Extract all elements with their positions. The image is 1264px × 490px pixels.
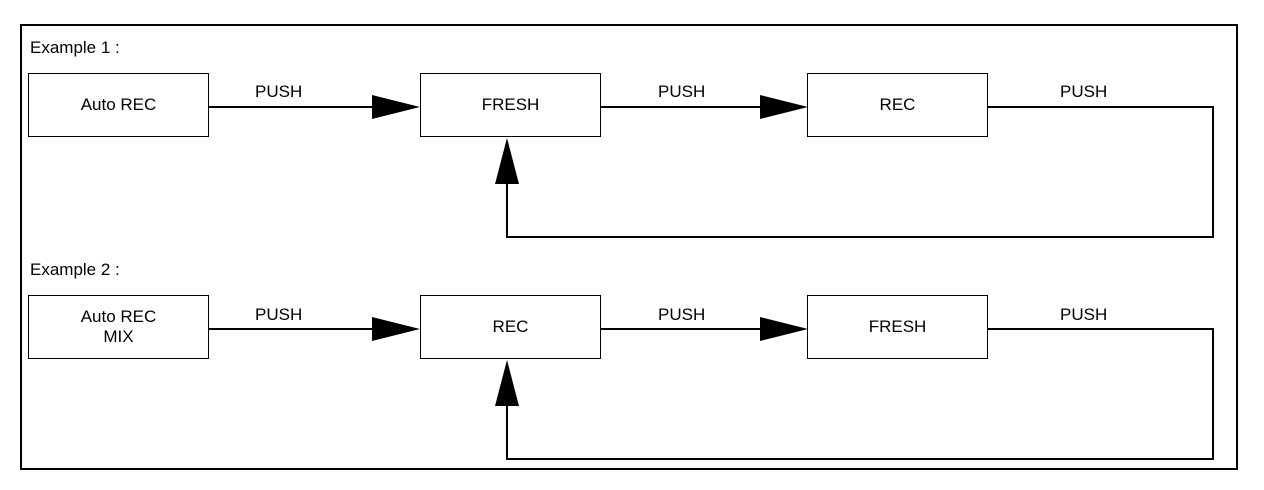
- ex1-loop-line: [506, 106, 1214, 238]
- ex1-loop-head: [495, 138, 519, 184]
- ex2-arrow-2-head: [760, 317, 808, 341]
- ex2-box-3-label: FRESH: [868, 316, 927, 336]
- ex1-box-fresh: FRESH: [420, 73, 601, 137]
- diagram-frame: [20, 24, 1238, 470]
- ex2-box-rec: REC: [420, 295, 601, 359]
- ex1-box-rec: REC: [807, 73, 988, 137]
- ex2-loop-head: [495, 360, 519, 406]
- ex1-arrow-3-label: PUSH: [1060, 82, 1108, 101]
- ex2-box-1-label-line-1: Auto REC: [80, 306, 157, 326]
- ex1-box-1-label: Auto REC: [80, 94, 157, 114]
- ex1-arrow-2-label: PUSH: [658, 82, 706, 101]
- ex1-box-2-label: FRESH: [481, 94, 540, 114]
- ex1-box-auto-rec: Auto REC: [28, 73, 209, 137]
- ex2-box-1-label-line-2: MIX: [103, 327, 134, 346]
- ex2-loop-line: [506, 328, 1214, 460]
- ex1-arrow-1-head: [372, 95, 420, 119]
- example-2-title: Example 2 :: [30, 260, 120, 279]
- ex2-arrow-1-head: [372, 317, 420, 341]
- example-1-title: Example 1 :: [30, 38, 120, 57]
- ex2-arrow-1-label: PUSH: [255, 305, 303, 324]
- ex2-arrow-3-label: PUSH: [1060, 305, 1108, 324]
- ex2-box-auto-rec-mix: Auto REC MIX: [28, 295, 209, 359]
- ex2-arrow-2-label: PUSH: [658, 305, 706, 324]
- ex2-box-fresh: FRESH: [807, 295, 988, 359]
- ex1-box-3-label: REC: [879, 94, 916, 114]
- ex1-arrow-1-label: PUSH: [255, 82, 303, 101]
- ex2-box-2-label: REC: [492, 316, 529, 336]
- ex1-arrow-2-head: [760, 95, 808, 119]
